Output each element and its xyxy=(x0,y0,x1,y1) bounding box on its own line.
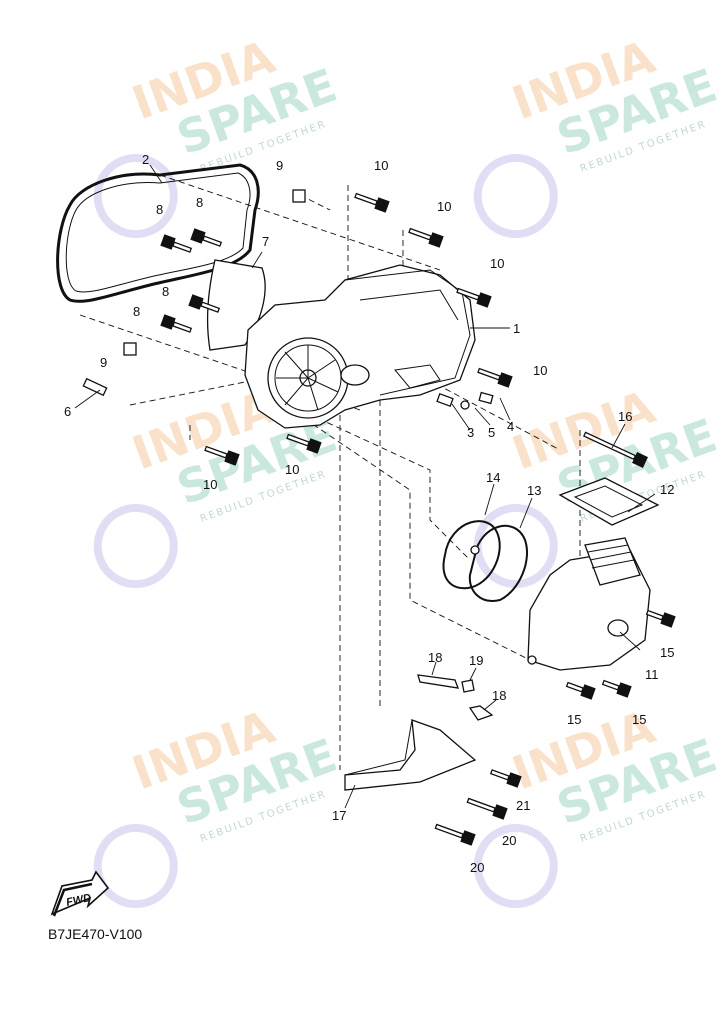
bolt xyxy=(466,797,508,820)
bolt xyxy=(160,314,193,333)
bolt xyxy=(583,431,648,468)
bolt xyxy=(160,234,193,253)
bolt xyxy=(456,287,492,308)
diagram-code: B7JE470-V100 xyxy=(48,926,143,942)
callout-10: 10 xyxy=(437,199,451,214)
callout-labels: 1 2 3 4 5 6 7 8 8 8 8 9 9 10 10 10 10 10… xyxy=(64,152,674,875)
fwd-label: FWD xyxy=(65,892,92,909)
crankcase-cover xyxy=(244,264,476,429)
callout-21: 21 xyxy=(516,798,530,813)
callout-7: 7 xyxy=(262,234,269,249)
lower-guide-cover xyxy=(344,719,477,791)
callout-4: 4 xyxy=(507,419,514,434)
o-ring xyxy=(468,524,528,602)
callout-16: 16 xyxy=(618,409,632,424)
dowel-pin xyxy=(292,189,306,203)
clip-bracket xyxy=(468,705,494,721)
callout-10: 10 xyxy=(490,256,504,271)
callout-15: 15 xyxy=(567,712,581,727)
callout-10: 10 xyxy=(285,462,299,477)
fitting-set xyxy=(436,391,494,410)
callout-14: 14 xyxy=(486,470,500,485)
callout-6: 6 xyxy=(64,404,71,419)
callout-17: 17 xyxy=(332,808,346,823)
crankcase-cover-gasket xyxy=(56,163,260,303)
callout-20: 20 xyxy=(470,860,484,875)
callout-10: 10 xyxy=(374,158,388,173)
leader-lines xyxy=(74,164,656,809)
air-filter-element xyxy=(558,477,660,526)
callout-2: 2 xyxy=(142,152,149,167)
callout-8: 8 xyxy=(133,304,140,319)
bolt xyxy=(354,192,390,213)
intake-duct-cover xyxy=(527,537,651,671)
watermark-logo: INDIA SPARE REBUILD TOGETHER xyxy=(473,29,723,239)
bolt xyxy=(408,227,444,248)
bolt xyxy=(565,681,596,700)
callout-15: 15 xyxy=(632,712,646,727)
callout-19: 19 xyxy=(469,653,483,668)
bolt xyxy=(188,294,221,313)
bolt xyxy=(434,823,476,846)
callout-15: 15 xyxy=(660,645,674,660)
bolt xyxy=(601,679,632,698)
callout-20: 20 xyxy=(502,833,516,848)
callout-10: 10 xyxy=(533,363,547,378)
callout-8: 8 xyxy=(162,284,169,299)
watermark-logo: INDIA SPARE REBUILD TOGETHER xyxy=(93,29,343,239)
watermark-logo: INDIA SPARE REBUILD TOGETHER xyxy=(93,699,343,909)
bolt xyxy=(477,367,513,388)
callout-9: 9 xyxy=(100,355,107,370)
bolt xyxy=(645,609,676,628)
clip xyxy=(461,679,475,693)
callout-18: 18 xyxy=(492,688,506,703)
seal-gasket xyxy=(442,520,501,590)
callout-8: 8 xyxy=(156,202,163,217)
bolt xyxy=(190,228,223,247)
callout-11: 11 xyxy=(645,667,659,682)
dowel-pin xyxy=(82,377,108,397)
callout-13: 13 xyxy=(527,483,541,498)
callout-5: 5 xyxy=(488,425,495,440)
bolt xyxy=(204,445,240,466)
callout-12: 12 xyxy=(660,482,674,497)
bolt-set xyxy=(160,192,676,846)
callout-1: 1 xyxy=(513,321,520,336)
clip-bracket xyxy=(417,674,460,689)
fwd-arrow-icon: FWD xyxy=(50,870,110,917)
callout-10: 10 xyxy=(203,477,217,492)
callout-8: 8 xyxy=(196,195,203,210)
watermark-logo: INDIA SPARE REBUILD TOGETHER xyxy=(473,699,723,909)
callout-18: 18 xyxy=(428,650,442,665)
callout-9: 9 xyxy=(276,158,283,173)
dowel-pin xyxy=(123,342,137,356)
bolt xyxy=(489,769,522,788)
callout-3: 3 xyxy=(467,425,474,440)
bolt xyxy=(286,433,322,454)
